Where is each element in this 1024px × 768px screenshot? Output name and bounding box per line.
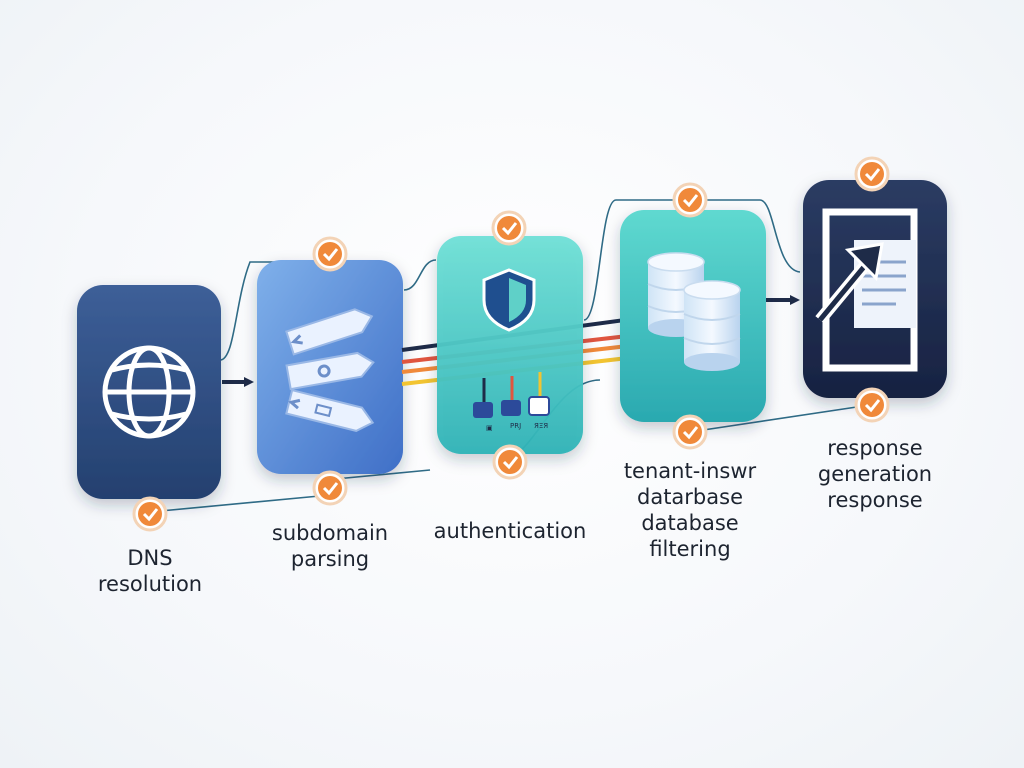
check-badge-icon bbox=[672, 182, 708, 218]
check-badges bbox=[132, 156, 890, 532]
database-icon bbox=[647, 252, 741, 371]
auth-mini-badges: ▣ PRJ ЯΞЯ bbox=[473, 396, 550, 432]
document-arrow-icon bbox=[815, 208, 918, 372]
stage-label-database: tenant-inswr datarbase database filterin… bbox=[623, 459, 757, 561]
check-badge-icon bbox=[491, 210, 527, 246]
auth-mini-label-1: ▣ bbox=[486, 424, 493, 432]
mini-badge-2 bbox=[501, 400, 521, 416]
auth-drop-lines bbox=[482, 372, 542, 402]
shield-icon bbox=[482, 268, 536, 332]
stage-label-dns: DNS resolution bbox=[97, 546, 203, 596]
check-badge-icon bbox=[672, 414, 708, 450]
auth-mini-label-3: ЯΞЯ bbox=[534, 422, 548, 430]
check-badge-icon bbox=[312, 236, 348, 272]
check-badge-icon bbox=[312, 470, 348, 506]
check-badge-icon bbox=[854, 156, 890, 192]
globe-icon bbox=[102, 345, 196, 439]
check-badge-icon bbox=[492, 444, 528, 480]
tag-stack-icon bbox=[285, 308, 375, 432]
mini-badge-1 bbox=[473, 402, 493, 418]
check-badge-icon bbox=[854, 387, 890, 423]
stage-label-authentication: authentication bbox=[433, 519, 587, 543]
check-badge-icon bbox=[132, 496, 168, 532]
stage-label-subdomain: subdomain parsing bbox=[271, 521, 389, 571]
mini-badge-3 bbox=[528, 396, 550, 416]
stage-label-response: response generation response bbox=[817, 436, 933, 512]
auth-mini-label-2: PRJ bbox=[510, 422, 521, 430]
flow-arrows bbox=[222, 295, 800, 387]
